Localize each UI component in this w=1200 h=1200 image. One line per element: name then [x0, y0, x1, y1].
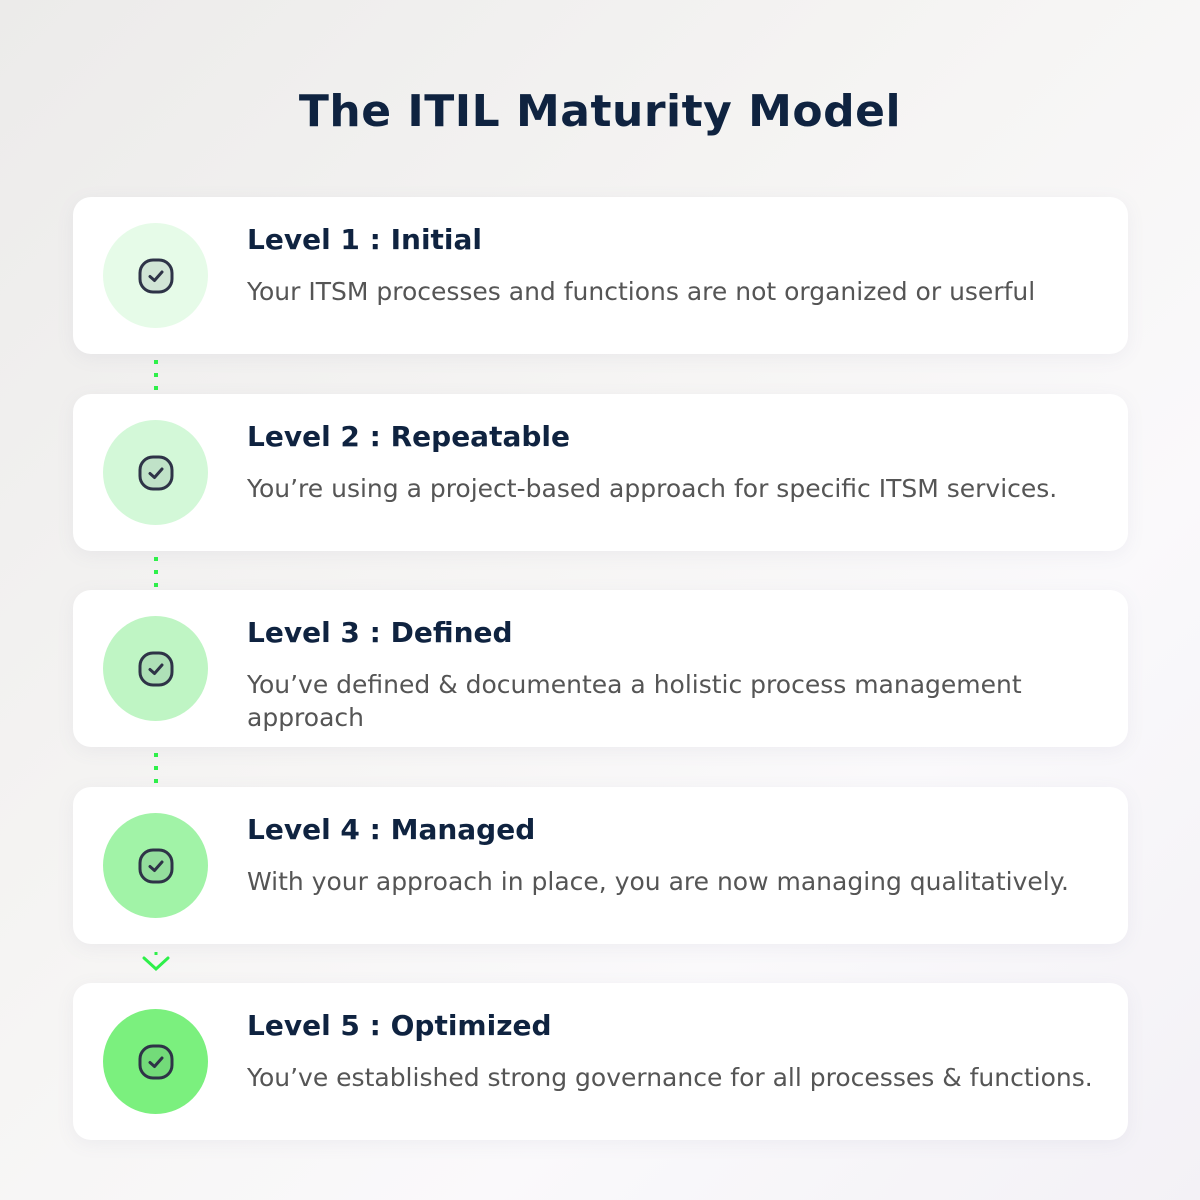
level-title: Level 2 : Repeatable: [247, 420, 570, 453]
level-badge: [103, 223, 208, 328]
dotted-connector: [154, 557, 158, 596]
level-description: You’re using a project-based approach fo…: [247, 474, 1058, 503]
level-badge: [103, 616, 208, 721]
level-title: Level 5 : Optimized: [247, 1009, 552, 1042]
check-circle-icon: [138, 1044, 174, 1080]
level-card: Level 2 : Repeatable You’re using a proj…: [73, 394, 1128, 551]
chevron-down-icon: [142, 952, 170, 972]
level-title: Level 4 : Managed: [247, 813, 536, 846]
check-circle-icon: [138, 455, 174, 491]
level-card: Level 3 : Defined You’ve defined & docum…: [73, 590, 1128, 747]
level-description: You’ve defined & documentea a holistic p…: [247, 670, 1022, 732]
dotted-connector: [154, 360, 158, 399]
level-title: Level 1 : Initial: [247, 223, 483, 256]
level-description: You’ve established strong governance for…: [247, 1063, 1093, 1092]
level-description: Your ITSM processes and functions are no…: [247, 277, 1036, 306]
level-badge: [103, 813, 208, 918]
level-card: Level 5 : Optimized You’ve established s…: [73, 983, 1128, 1140]
level-card: Level 1 : Initial Your ITSM processes an…: [73, 197, 1128, 354]
level-badge: [103, 420, 208, 525]
check-circle-icon: [138, 848, 174, 884]
check-circle-icon: [138, 258, 174, 294]
level-badge: [103, 1009, 208, 1114]
level-description: With your approach in place, you are now…: [247, 867, 1069, 896]
level-card: Level 4 : Managed With your approach in …: [73, 787, 1128, 944]
dotted-connector: [154, 753, 158, 792]
level-title: Level 3 : Defined: [247, 616, 513, 649]
check-circle-icon: [138, 651, 174, 687]
page-title: The ITIL Maturity Model: [298, 86, 902, 137]
